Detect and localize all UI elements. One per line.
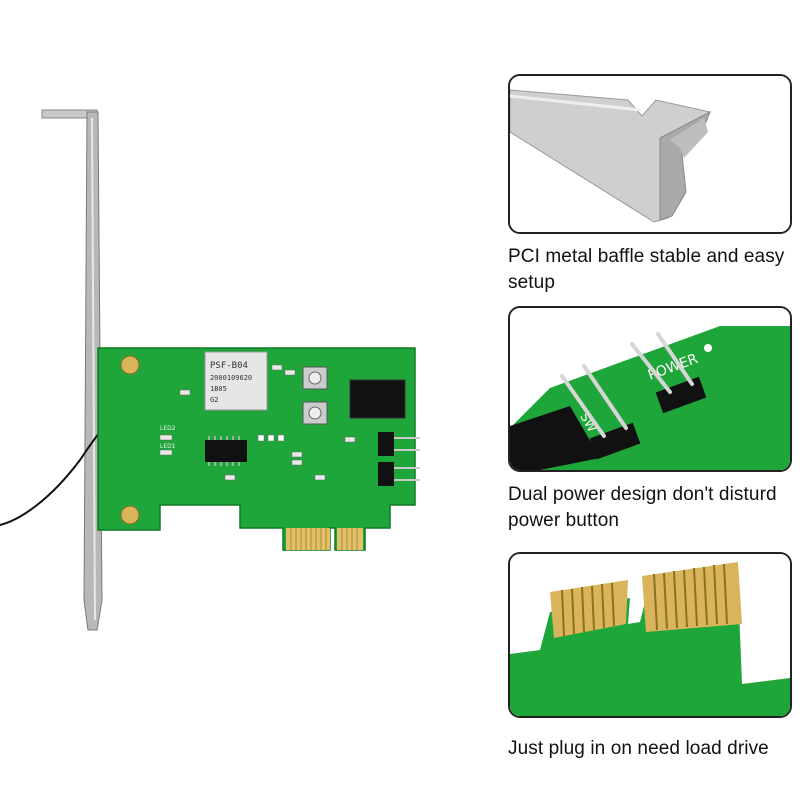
gold-fingers [286,528,363,550]
led1-silk: LED1 [160,443,176,450]
module-label: PSF-B04 [210,361,248,371]
feature-panel-bracket [508,74,792,234]
product-image-pcie-card: PSF-B04 2000109620 1B05 G2 [0,100,480,640]
module-line4: G2 [210,396,218,404]
pcb-board [97,347,416,551]
tactile-buttons [302,366,328,425]
caption-bracket: PCI metal baffle stable and easy setup [508,246,785,293]
metal-bracket [41,109,103,631]
smd-components [159,364,356,481]
module-line3: 1B05 [210,385,227,393]
header-block-right [655,376,707,414]
wifi-module: PSF-B04 2000109620 1B05 G2 [204,351,268,411]
led2-silk: LED2 [160,425,176,432]
caption-power-pins: Dual power design don't disturd power bu… [508,484,777,531]
feature-panel-power-pins: POWER SW [508,306,792,472]
caption-gold-fingers: Just plug in on need load drive [508,738,769,759]
module-line2: 2000109620 [210,374,252,382]
feature-panel-gold-fingers [508,552,792,718]
relay [349,379,406,419]
header-block-left [589,422,641,460]
ic-chip [205,436,247,466]
pin-headers [378,432,420,486]
